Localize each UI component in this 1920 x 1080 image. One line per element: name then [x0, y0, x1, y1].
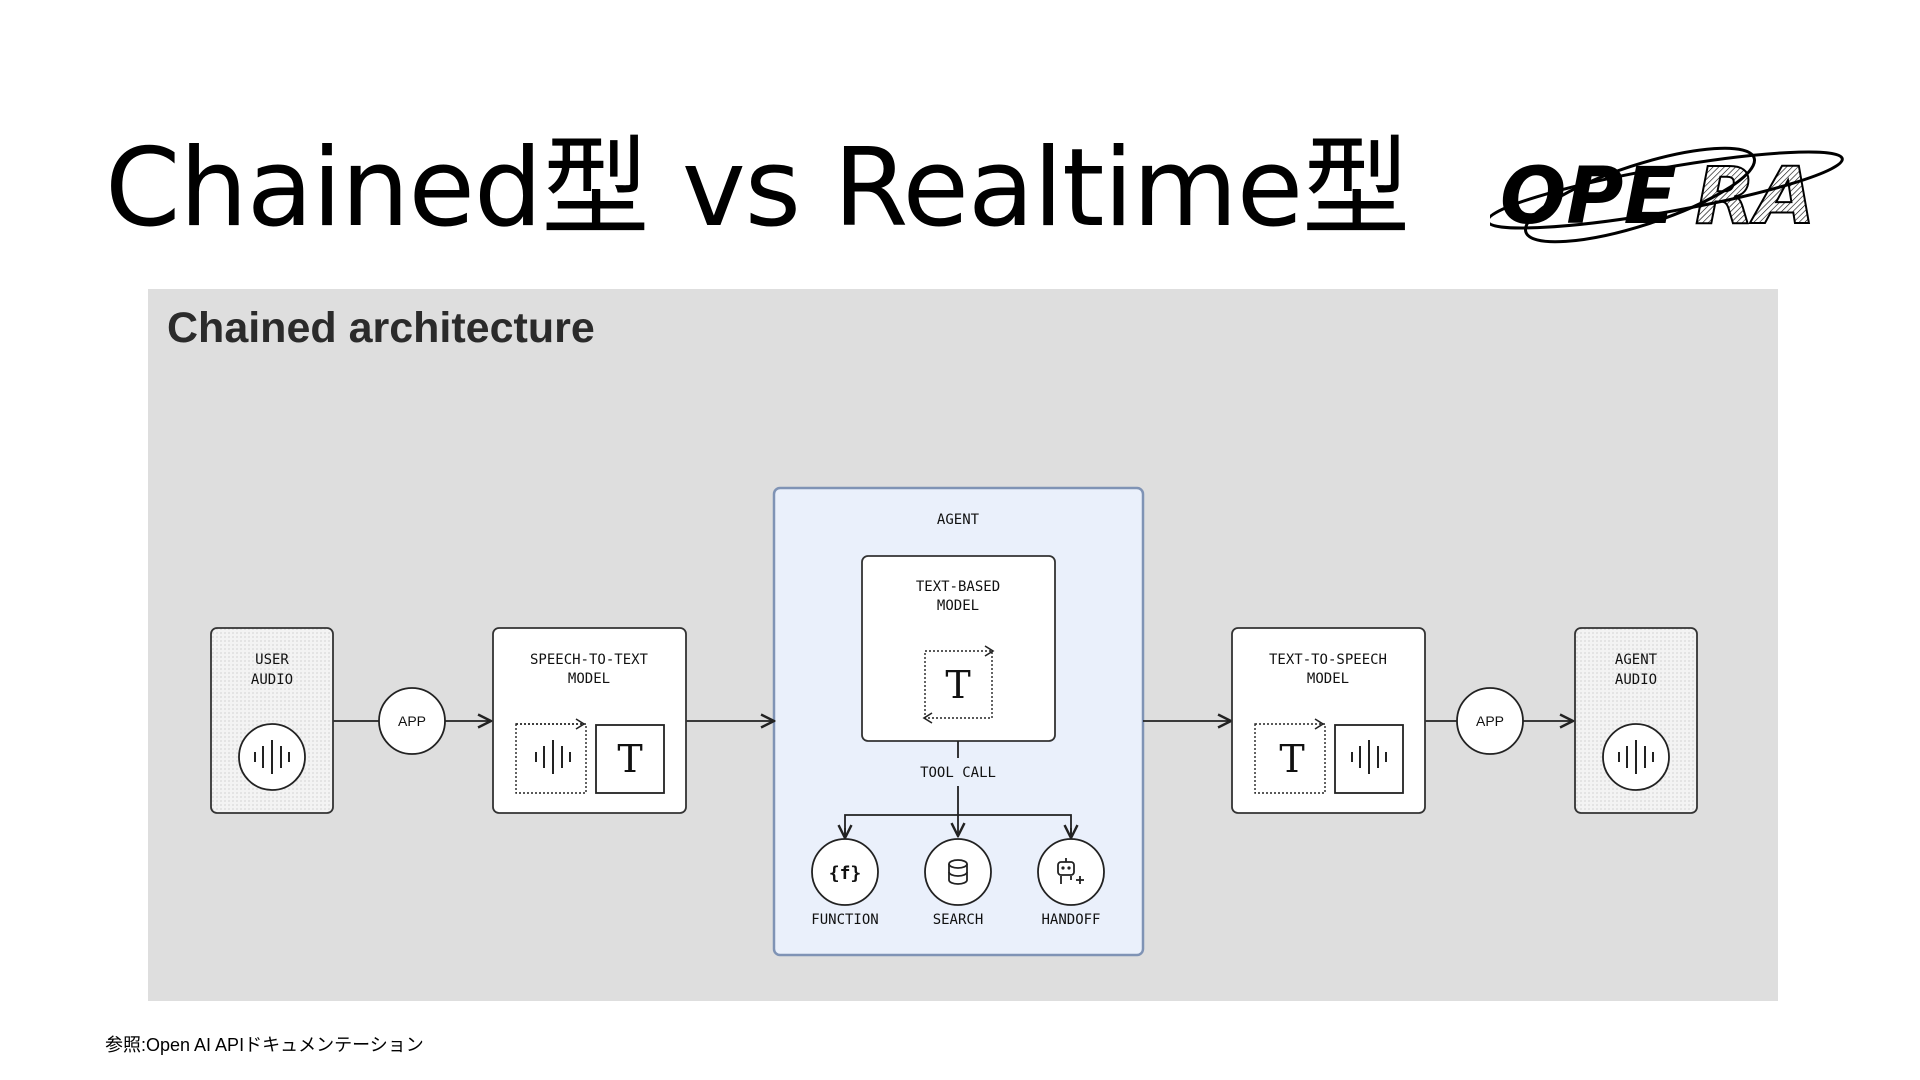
svg-text:MODEL: MODEL [568, 671, 610, 687]
svg-text:APP: APP [398, 713, 426, 729]
svg-text:AGENT: AGENT [1615, 652, 1658, 668]
svg-text:MODEL: MODEL [1307, 671, 1349, 687]
tool-search: SEARCH [924, 838, 992, 928]
agent-label: AGENT [937, 512, 980, 528]
audio-waveform-icon [1351, 740, 1387, 774]
opera-logo: OPE RA [1490, 146, 1844, 244]
svg-text:RA: RA [1695, 152, 1815, 242]
function-icon: {f} [829, 863, 862, 884]
agent-audio-card: AGENT AUDIO [1574, 627, 1698, 814]
svg-text:MODEL: MODEL [937, 598, 979, 614]
svg-text:FUNCTION: FUNCTION [811, 912, 878, 928]
app-node-left: APP [378, 687, 446, 755]
svg-text:TEXT-TO-SPEECH: TEXT-TO-SPEECH [1269, 652, 1387, 668]
database-icon [948, 859, 968, 885]
svg-text:SEARCH: SEARCH [933, 912, 984, 928]
app-node-right: APP [1456, 687, 1524, 755]
text-based-model-card: TEXT-BASED MODEL T [861, 555, 1056, 742]
speech-to-text-card: SPEECH-TO-TEXT MODEL T [492, 627, 687, 814]
diagram-heading: Chained architecture [167, 304, 595, 352]
svg-text:OPE: OPE [1500, 152, 1677, 242]
tool-function: {f} FUNCTION [811, 838, 879, 928]
slide-title: Chained型 vs Realtime型 [105, 126, 1410, 251]
audio-waveform-icon [238, 723, 306, 791]
tool-handoff: HANDOFF [1037, 838, 1105, 928]
text-glyph-icon: T [945, 663, 970, 707]
robot-plus-icon [1057, 858, 1084, 884]
svg-text:SPEECH-TO-TEXT: SPEECH-TO-TEXT [530, 652, 649, 668]
svg-text:AUDIO: AUDIO [1615, 672, 1657, 688]
tool-call-label: TOOL CALL [920, 765, 996, 781]
text-glyph-icon: T [1279, 737, 1304, 781]
audio-waveform-icon [535, 740, 571, 774]
svg-text:USER: USER [255, 652, 289, 668]
text-glyph-icon: T [617, 737, 642, 781]
svg-text:TEXT-BASED: TEXT-BASED [916, 579, 1000, 595]
svg-text:APP: APP [1476, 713, 1504, 729]
audio-waveform-icon [1602, 723, 1670, 791]
svg-text:HANDOFF: HANDOFF [1041, 912, 1100, 928]
user-audio-card: USER AUDIO [210, 627, 334, 814]
citation: 参照:Open AI APIドキュメンテーション [105, 1035, 424, 1055]
text-to-speech-card: TEXT-TO-SPEECH MODEL T [1231, 627, 1426, 814]
svg-text:AUDIO: AUDIO [251, 672, 293, 688]
